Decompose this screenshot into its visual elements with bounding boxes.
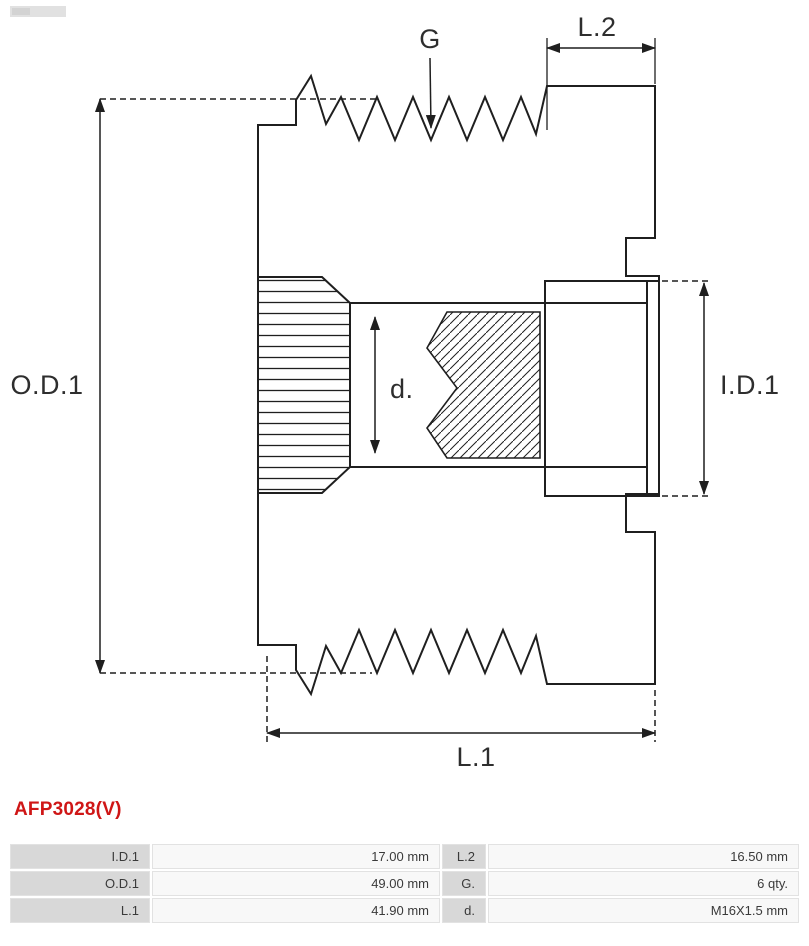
threaded-insert <box>426 311 541 459</box>
dim-label-od1: O.D.1 <box>10 370 83 400</box>
dim-label-d: d. <box>390 374 414 404</box>
spec-table: I.D.1 17.00 mm L.2 16.50 mm O.D.1 49.00 … <box>8 842 801 925</box>
splined-hub <box>257 276 351 494</box>
bearing-block <box>544 280 660 497</box>
spec-value: 6 qty. <box>488 871 799 896</box>
spec-label: L.2 <box>442 844 486 869</box>
watermark-logo <box>10 6 66 17</box>
table-row: O.D.1 49.00 mm G. 6 qty. <box>10 871 799 896</box>
spec-label: L.1 <box>10 898 150 923</box>
spec-value: 17.00 mm <box>152 844 440 869</box>
spec-label: O.D.1 <box>10 871 150 896</box>
spec-label: I.D.1 <box>10 844 150 869</box>
part-number: AFP3028(V) <box>14 799 122 820</box>
dimension-annotations: O.D.1 G L.2 I.D.1 d. L.1 <box>10 12 779 772</box>
spec-label: d. <box>442 898 486 923</box>
spec-value: 49.00 mm <box>152 871 440 896</box>
dim-label-id1: I.D.1 <box>720 370 780 400</box>
table-row: I.D.1 17.00 mm L.2 16.50 mm <box>10 844 799 869</box>
spec-value: M16X1.5 mm <box>488 898 799 923</box>
dim-label-l2: L.2 <box>577 12 616 42</box>
spec-label: G. <box>442 871 486 896</box>
spec-value: 41.90 mm <box>152 898 440 923</box>
spec-value: 16.50 mm <box>488 844 799 869</box>
pulley-technical-drawing: O.D.1 G L.2 I.D.1 d. L.1 <box>10 6 779 772</box>
pulley-body <box>257 73 660 695</box>
table-row: L.1 41.90 mm d. M16X1.5 mm <box>10 898 799 923</box>
dim-label-l1: L.1 <box>456 742 495 772</box>
dim-label-g: G <box>419 24 441 54</box>
